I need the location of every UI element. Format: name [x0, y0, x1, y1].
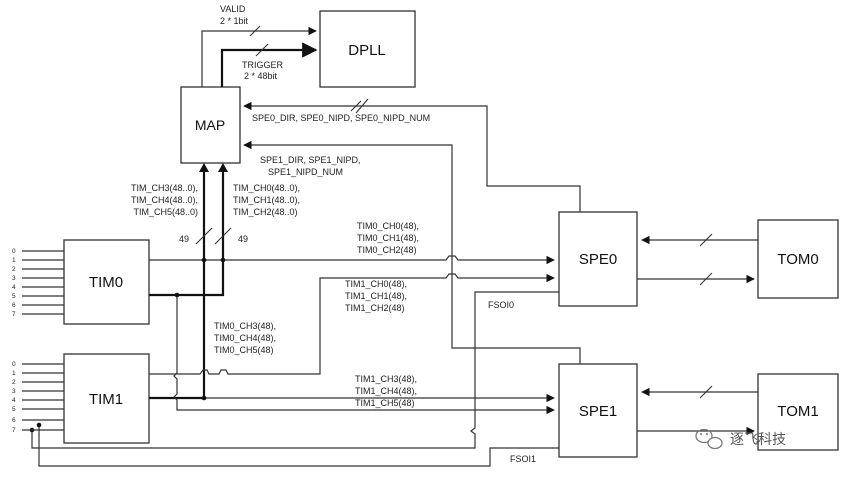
- tim1-to-spe1-connection: TIM1_CH3(48), TIM1_CH4(48), TIM1_CH5(48): [201, 374, 555, 408]
- spe1-to-map-label-2: SPE1_NIPD_NUM: [268, 167, 343, 177]
- tim1-label: TIM1: [89, 391, 123, 408]
- tim0-pin-1: 1: [12, 257, 16, 264]
- fsoi1-label: FSOI1: [510, 454, 536, 464]
- tim1-ch2-label: TIM1_CH2(48): [345, 303, 405, 313]
- trigger-connection: TRIGGER 2 * 48bit: [220, 42, 318, 87]
- tom0-to-spe0-connection: [641, 233, 758, 247]
- spe0-block: SPE0: [558, 211, 638, 307]
- tim1-to-map-labels: TIM_CH3(48..0), TIM_CH4(48..0), TIM_CH5(…: [131, 183, 198, 217]
- trigger-label: TRIGGER: [242, 60, 284, 70]
- tim1-block: TIM1: [63, 353, 150, 444]
- fsoi0-label: FSOI0: [488, 300, 514, 310]
- tim1-ch3-label: TIM1_CH3(48),: [355, 374, 417, 384]
- tom0-block: TOM0: [757, 219, 839, 299]
- tim0-pin-3: 3: [12, 275, 16, 282]
- tim-ch3-label: TIM_CH3(48..0),: [131, 183, 198, 193]
- tim0-pin-2: 2: [12, 266, 16, 273]
- tim1-pin-6: 6: [12, 417, 16, 424]
- tim1-pin-5: 5: [12, 406, 16, 413]
- valid-width-label: 2 * 1bit: [220, 16, 249, 26]
- tim0-ch4-label: TIM0_CH4(48),: [214, 333, 276, 343]
- spe0-to-map-label: SPE0_DIR, SPE0_NIPD, SPE0_NIPD_NUM: [252, 113, 430, 123]
- spe1-block: SPE1: [558, 363, 638, 458]
- valid-label: VALID: [220, 4, 246, 14]
- watermark: 逐飞科技: [695, 428, 786, 450]
- tom0-label: TOM0: [777, 251, 818, 268]
- tim1-ch1-label: TIM1_CH1(48),: [345, 291, 407, 301]
- map-block: MAP: [180, 86, 241, 164]
- tim0-to-spe1-connection: TIM0_CH3(48), TIM0_CH4(48), TIM0_CH5(48): [173, 292, 555, 415]
- tim0-ch2-label: TIM0_CH2(48): [357, 245, 417, 255]
- tim1-pin-0: 0: [12, 361, 16, 368]
- tim1-pin-4: 4: [12, 397, 16, 404]
- dpll-label: DPLL: [348, 42, 386, 59]
- tim1-input-pins: 0 1 2 3 4 5 6 7: [12, 361, 64, 434]
- tim1-pin-2: 2: [12, 379, 16, 386]
- spe1-to-map-label-1: SPE1_DIR, SPE1_NIPD,: [260, 155, 361, 165]
- spe0-label: SPE0: [579, 251, 617, 268]
- tim0-ch1-label: TIM0_CH1(48),: [357, 233, 419, 243]
- wechat-icon: [695, 428, 723, 450]
- tim1-pin-3: 3: [12, 388, 16, 395]
- tim1-ch4-label: TIM1_CH4(48),: [355, 386, 417, 396]
- tim1-ch5-label: TIM1_CH5(48): [355, 398, 415, 408]
- bus-width-left: 49: [179, 234, 189, 244]
- tim0-label: TIM0: [89, 274, 123, 291]
- tim1-pin-1: 1: [12, 370, 16, 377]
- spe1-to-map-connection: SPE1_DIR, SPE1_NIPD, SPE1_NIPD_NUM: [243, 140, 581, 364]
- tim0-pin-5: 5: [12, 293, 16, 300]
- tom1-to-spe1-connection: [641, 385, 758, 399]
- watermark-text: 逐飞科技: [730, 432, 786, 448]
- tim-ch0-label: TIM_CH0(48..0),: [233, 183, 300, 193]
- tim0-block: TIM0: [63, 239, 150, 325]
- tim-ch2-label: TIM_CH2(48..0): [233, 207, 298, 217]
- spe0-to-tom0-connection: [637, 272, 755, 286]
- valid-connection: VALID 2 * 1bit: [201, 4, 317, 87]
- tim0-to-map-labels: TIM_CH0(48..0), TIM_CH1(48..0), TIM_CH2(…: [233, 183, 300, 217]
- tim-ch5-label: TIM_CH5(48..0): [133, 207, 198, 217]
- tom1-block: TOM1: [757, 373, 839, 451]
- tom1-label: TOM1: [777, 403, 818, 420]
- tim0-to-map-bus: 49: [149, 163, 248, 297]
- spe0-to-map-connection: SPE0_DIR, SPE0_NIPD, SPE0_NIPD_NUM: [243, 98, 581, 212]
- map-label: MAP: [195, 117, 225, 133]
- bus-width-right: 49: [238, 234, 248, 244]
- fsoi1-connection: FSOI1: [36, 422, 559, 467]
- spe1-label: SPE1: [579, 403, 617, 420]
- tim0-pin-7: 7: [12, 311, 16, 318]
- tim0-pin-6: 6: [12, 302, 16, 309]
- tim0-pin-0: 0: [12, 248, 16, 255]
- tim0-input-pins: 0 1 2 3 4 5 6 7: [12, 248, 64, 318]
- tim1-ch0-label: TIM1_CH0(48),: [345, 279, 407, 289]
- tim1-to-spe0-connection: TIM1_CH0(48), TIM1_CH1(48), TIM1_CH2(48): [149, 273, 555, 375]
- tim0-ch3-label: TIM0_CH3(48),: [214, 321, 276, 331]
- tim0-ch5-label: TIM0_CH5(48): [214, 345, 274, 355]
- tim1-pin-7: 7: [12, 427, 16, 434]
- tim0-ch0-label: TIM0_CH0(48),: [357, 221, 419, 231]
- tim-ch1-label: TIM_CH1(48..0),: [233, 195, 300, 205]
- tim-ch4-label: TIM_CH4(48..0),: [131, 195, 198, 205]
- tim0-pin-4: 4: [12, 284, 16, 291]
- dpll-block: DPLL: [319, 10, 416, 88]
- trigger-width-label: 2 * 48bit: [244, 71, 278, 81]
- tim0-to-spe0-connection: TIM0_CH0(48), TIM0_CH1(48), TIM0_CH2(48): [149, 221, 555, 265]
